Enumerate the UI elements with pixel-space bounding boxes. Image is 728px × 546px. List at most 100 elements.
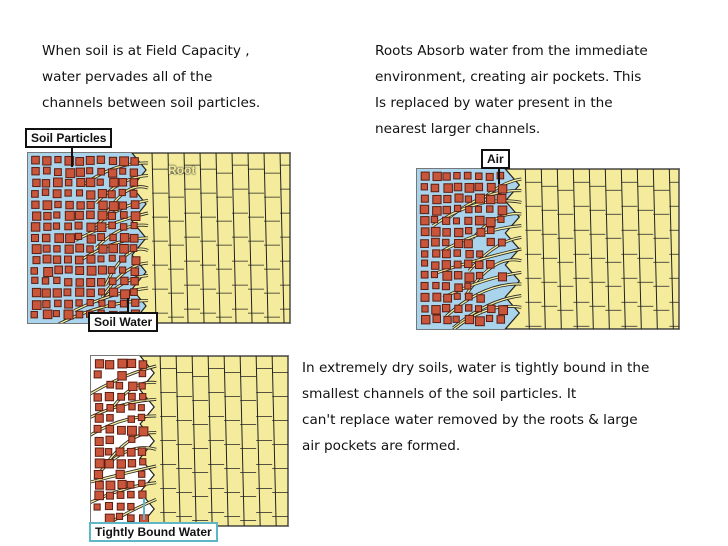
soil-particle [96, 222, 107, 233]
soil-particle [475, 305, 483, 313]
soil-particle [64, 265, 73, 274]
soil-particle [108, 168, 118, 178]
soil-particle [93, 503, 101, 511]
soil-particle [54, 168, 62, 177]
soil-particle [420, 281, 429, 290]
soil-particle [129, 244, 138, 252]
tightly-bound-water-label: Tightly Bound Water [89, 522, 218, 542]
soil-particle [94, 490, 104, 501]
soil-particle [31, 276, 39, 284]
soil-particle [97, 255, 105, 263]
soil-particle [108, 243, 118, 254]
soil-particle [442, 249, 451, 259]
soil-particle [94, 413, 104, 423]
soil-particle [116, 404, 125, 413]
soil-particle [441, 282, 450, 291]
soil-particle [421, 259, 429, 267]
soil-particle [497, 272, 507, 282]
soil-particle [452, 217, 460, 225]
text-line: can't replace water removed by the roots… [302, 412, 638, 428]
soil-particle [130, 157, 139, 166]
dry-soils-description: In extremely dry soils, water is tightly… [302, 355, 649, 459]
soil-particle [76, 189, 84, 197]
soil-particle [474, 205, 482, 213]
soil-particle [94, 359, 105, 369]
text-line: nearest larger channels. [375, 121, 541, 137]
soil-particle [138, 426, 149, 437]
soil-particle [464, 182, 475, 193]
root-cell-line [167, 153, 173, 323]
soil-particle [128, 381, 138, 392]
soil-particle [474, 182, 484, 192]
root-cell-line [652, 169, 658, 329]
soil-particle [496, 193, 507, 204]
soil-particle [119, 156, 130, 167]
root-cell-line [175, 356, 181, 526]
root-cell-line [151, 153, 157, 323]
soil-particle [420, 227, 430, 237]
root-hair [91, 415, 157, 436]
soil-particle [120, 289, 130, 300]
soil-particle [474, 215, 485, 226]
soil-particle [31, 244, 42, 255]
soil-particle [137, 413, 146, 422]
soil-particle [86, 254, 96, 264]
soil-particle [115, 469, 125, 479]
soil-particle [54, 265, 64, 275]
soil-particle [442, 205, 451, 215]
soil-particle [421, 250, 429, 258]
soil-particle [32, 256, 41, 265]
soil-particle [105, 424, 115, 434]
soil-particle [31, 287, 42, 298]
soil-particle [94, 480, 104, 490]
root-hair [432, 200, 522, 227]
soil-particle [442, 216, 451, 225]
soil-particle [129, 189, 138, 198]
soil-particle [497, 215, 505, 223]
soil-particle [42, 309, 53, 320]
soil-particle [454, 193, 464, 203]
text-line: water pervades all of the [42, 69, 213, 85]
soil-particle [30, 267, 39, 275]
soil-particle [41, 277, 50, 285]
soil-particle [30, 222, 41, 232]
root-cell-line [279, 153, 285, 323]
soil-particle [119, 233, 130, 243]
soil-particle [53, 177, 63, 188]
soil-particle [64, 299, 73, 309]
soil-particle [42, 200, 53, 211]
soil-particle [464, 195, 473, 203]
soil-particle [421, 305, 429, 313]
soil-particle [104, 459, 114, 469]
soil-particle [86, 200, 95, 210]
soil-particle [118, 188, 126, 197]
soil-particle [106, 491, 114, 500]
soil-particle [41, 179, 51, 188]
soil-particle [75, 310, 84, 319]
soil-particle [443, 183, 453, 193]
root-cell-line [223, 356, 229, 526]
soil-particle [431, 305, 441, 315]
soil-particle [97, 210, 108, 221]
root-hair [103, 186, 149, 218]
soil-particle [453, 271, 463, 280]
soil-particle [53, 245, 61, 253]
air-pockets-illustration [417, 169, 679, 329]
soil-particle [487, 304, 496, 314]
roots-absorb-description: Roots Absorb water from the immediate en… [375, 38, 648, 142]
soil-particle [54, 155, 62, 164]
air-label: Air [481, 149, 510, 169]
soil-particle [43, 222, 52, 231]
soil-particle [98, 200, 108, 210]
soil-particle [464, 216, 473, 225]
soil-particle [454, 304, 463, 313]
soil-particle [96, 178, 104, 186]
soil-particle [52, 310, 60, 318]
soil-particle [118, 201, 127, 210]
soil-particle [109, 233, 117, 242]
soil-particle [454, 283, 463, 292]
soil-particle [53, 276, 61, 285]
root-cell-line [247, 153, 253, 323]
soil-particle [31, 155, 40, 165]
soil-particle [96, 155, 106, 164]
